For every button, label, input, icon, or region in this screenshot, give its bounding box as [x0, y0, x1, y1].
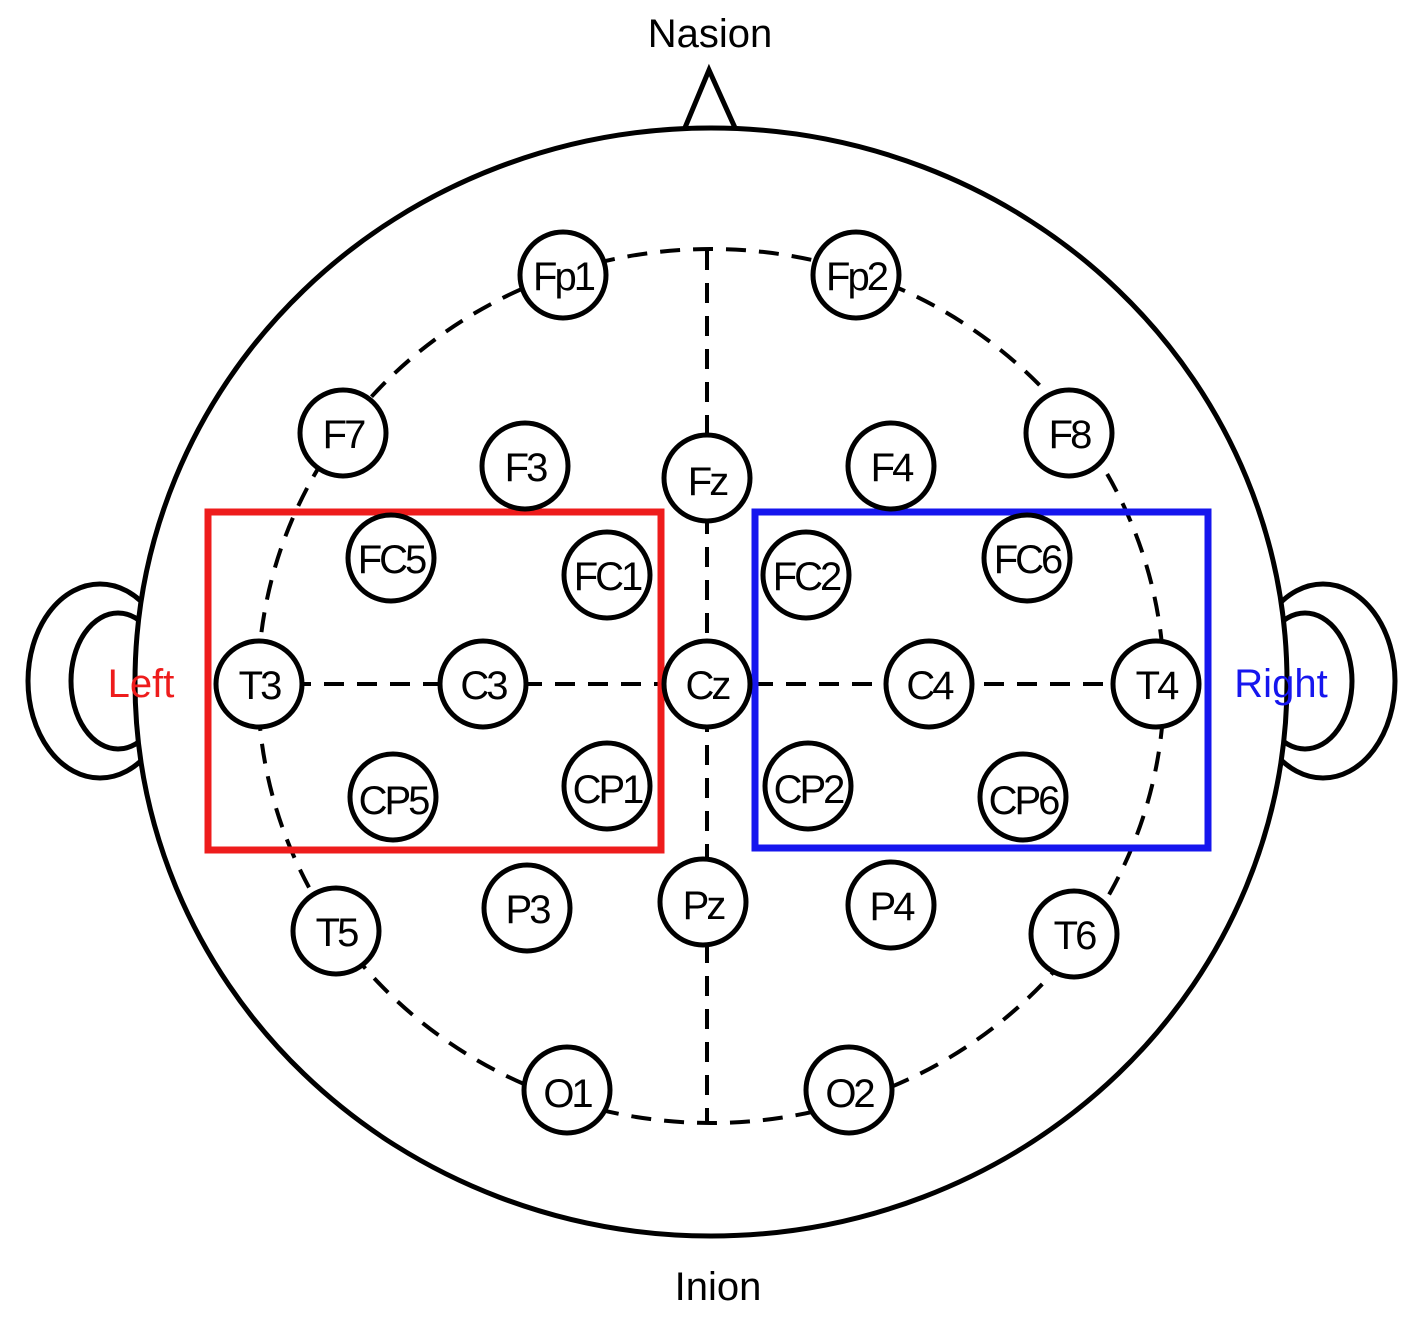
- electrode-T5: T5: [290, 885, 382, 977]
- electrode-Pz: Pz: [657, 856, 749, 948]
- electrode-label: FC6: [994, 538, 1062, 582]
- electrode-FC6: FC6: [981, 512, 1073, 604]
- inion-label: Inion: [675, 1265, 762, 1309]
- electrode-CP1: CP1: [561, 740, 653, 832]
- electrode-label: CP5: [359, 779, 430, 823]
- electrode-label: FC5: [358, 538, 426, 582]
- electrode-F8: F8: [1023, 387, 1115, 479]
- electrode-T6: T6: [1028, 888, 1120, 980]
- electrode-F7: F7: [297, 387, 389, 479]
- electrode-label: C4: [906, 664, 954, 708]
- electrode-label: P4: [870, 885, 916, 929]
- electrode-label: T4: [1136, 664, 1179, 708]
- electrode-F4: F4: [845, 420, 937, 512]
- left-region-box: [204, 508, 665, 854]
- electrode-T3: T3: [213, 638, 305, 730]
- electrode-label: F7: [323, 413, 365, 457]
- electrode-P3: P3: [481, 862, 573, 954]
- nasion-label: Nasion: [648, 12, 773, 56]
- electrode-Fp1: Fp1: [517, 229, 609, 321]
- electrode-C4: C4: [883, 638, 975, 730]
- electrode-label: T5: [316, 911, 358, 955]
- electrode-label: Fp2: [826, 255, 888, 299]
- electrode-CP6: CP6: [977, 751, 1069, 843]
- electrode-label: P3: [506, 888, 551, 932]
- electrode-C3: C3: [437, 638, 529, 730]
- electrode-P4: P4: [845, 859, 937, 951]
- electrode-label: O2: [825, 1072, 874, 1116]
- right-region-box: [751, 508, 1212, 852]
- right-label: Right: [1234, 662, 1327, 706]
- electrode-label: CP2: [774, 768, 845, 812]
- electrode-label: T3: [239, 664, 281, 708]
- electrode-label: Fz: [688, 460, 728, 504]
- electrode-label: FC2: [773, 555, 841, 599]
- electrode-Fz: Fz: [661, 432, 753, 524]
- electrode-label: FC1: [574, 555, 642, 599]
- electrode-CP2: CP2: [762, 740, 854, 832]
- electrode-label: O1: [543, 1072, 592, 1116]
- electrode-O1: O1: [521, 1044, 613, 1136]
- electrode-label: Cz: [686, 664, 731, 708]
- electrode-FC2: FC2: [760, 529, 852, 621]
- left-label: Left: [108, 662, 175, 706]
- electrode-T4: T4: [1110, 638, 1202, 730]
- electrode-label: Pz: [683, 884, 726, 928]
- electrode-label: CP1: [573, 768, 644, 812]
- electrode-F3: F3: [479, 420, 571, 512]
- electrode-FC1: FC1: [561, 529, 653, 621]
- electrode-Fp2: Fp2: [810, 229, 902, 321]
- electrode-label: T6: [1054, 914, 1096, 958]
- electrode-FC5: FC5: [345, 512, 437, 604]
- electrode-CP5: CP5: [347, 751, 439, 843]
- electrode-label: F3: [505, 446, 547, 490]
- electrode-label: F8: [1049, 413, 1091, 457]
- electrode-O2: O2: [803, 1044, 895, 1136]
- nose-triangle: [681, 63, 739, 132]
- electrode-label: Fp1: [533, 255, 595, 299]
- electrode-label: C3: [460, 664, 507, 708]
- electrode-label: F4: [871, 446, 914, 490]
- electrode-Cz: Cz: [661, 638, 753, 730]
- electrode-label: CP6: [989, 779, 1060, 823]
